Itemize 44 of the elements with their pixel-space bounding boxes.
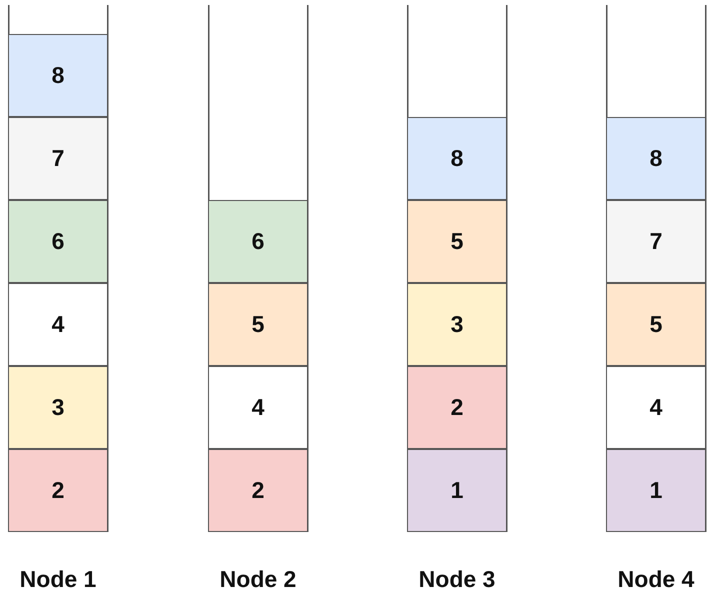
- stack-cell: [8, 34, 108, 117]
- stack-cell: [208, 449, 308, 532]
- cell-value: 4: [52, 311, 64, 338]
- cell-value: 5: [252, 311, 264, 338]
- cell-value: 8: [650, 145, 662, 172]
- cell-value: 1: [450, 477, 464, 504]
- cell-value: 2: [252, 477, 264, 504]
- cell-value: 8: [450, 145, 464, 172]
- cell-value: 7: [52, 145, 64, 172]
- cell-value: 5: [450, 228, 464, 255]
- cell-value: 3: [52, 394, 64, 421]
- stack-cell: [208, 283, 308, 366]
- stack-cell: [606, 366, 706, 449]
- stack-cell: [407, 366, 507, 449]
- cell-value: 7: [650, 228, 662, 255]
- stack-cell: [407, 117, 507, 200]
- stack-cell: [407, 449, 507, 532]
- cell-value: 1: [650, 477, 662, 504]
- column-label: Node 4: [616, 566, 696, 593]
- column-label: Node 3: [418, 566, 496, 593]
- stack-cell: [8, 449, 108, 532]
- cell-value: 4: [252, 394, 264, 421]
- stack-cell: [407, 283, 507, 366]
- cell-value: 2: [450, 394, 464, 421]
- stack-cell: [208, 366, 308, 449]
- cell-value: 5: [650, 311, 662, 338]
- stack-cell: [606, 449, 706, 532]
- cell-value: 4: [650, 394, 662, 421]
- stack-cell: [8, 117, 108, 200]
- cell-value: 2: [52, 477, 64, 504]
- column-label: Node 2: [218, 566, 298, 593]
- cell-value: 6: [52, 228, 64, 255]
- stack-cell: [8, 283, 108, 366]
- stack-cell: [606, 283, 706, 366]
- cell-value: 6: [252, 228, 264, 255]
- stack-cell: [8, 366, 108, 449]
- cell-value: 8: [52, 62, 64, 89]
- stack-cell: [208, 200, 308, 283]
- column-label: Node 1: [18, 566, 98, 593]
- stack-cell: [606, 200, 706, 283]
- stack-cell: [8, 200, 108, 283]
- cell-value: 3: [450, 311, 464, 338]
- stack-cell: [606, 117, 706, 200]
- stack-cell: [407, 200, 507, 283]
